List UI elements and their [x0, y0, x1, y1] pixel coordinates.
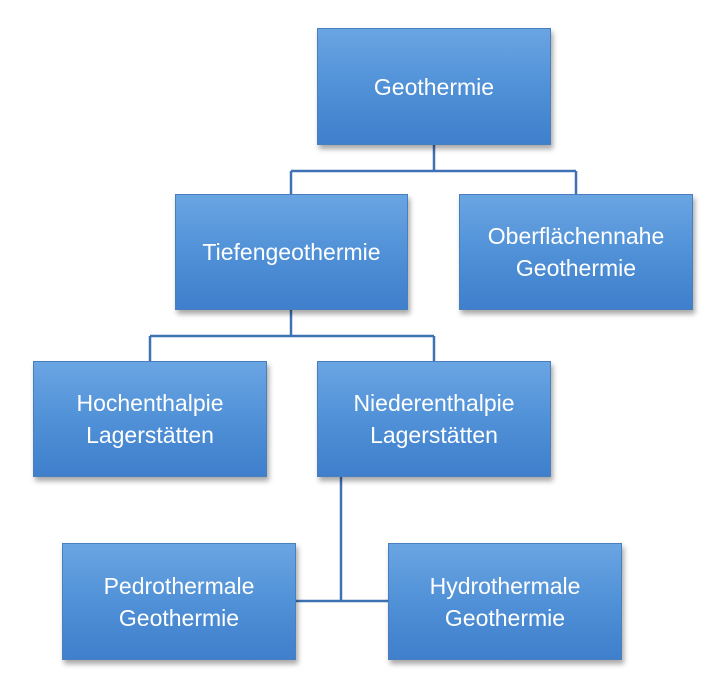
node-niederenthalpie-lagerstaetten: Niederenthalpie Lagerstätten: [317, 361, 551, 477]
node-pedrothermale-geothermie: Pedrothermale Geothermie: [62, 543, 296, 660]
node-oberflaechennahe-geothermie: Oberflächennahe Geothermie: [459, 194, 693, 310]
node-tiefengeothermie: Tiefengeothermie: [175, 194, 408, 310]
node-hochenthalpie-lagerstaetten: Hochenthalpie Lagerstätten: [33, 361, 267, 477]
node-hydrothermale-geothermie: Hydrothermale Geothermie: [388, 543, 622, 660]
node-geothermie: Geothermie: [317, 28, 551, 145]
